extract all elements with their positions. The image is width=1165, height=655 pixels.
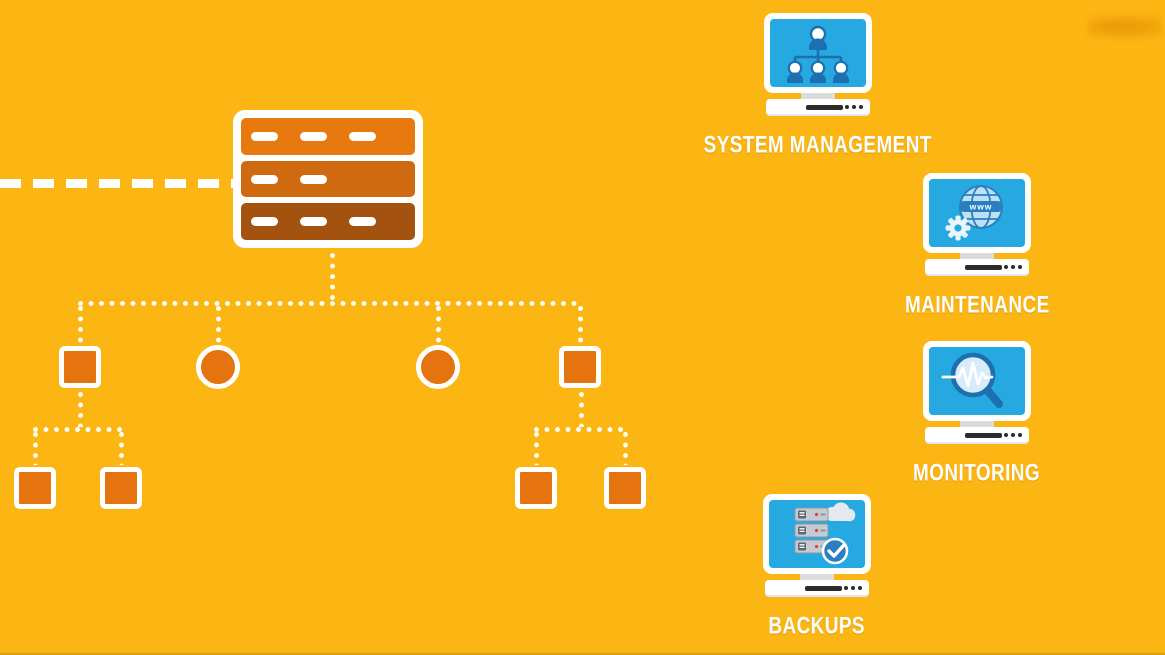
node-square — [14, 467, 56, 509]
servers-cloud-check-icon — [769, 500, 865, 568]
watermark — [1088, 12, 1162, 42]
station-system-management: SYSTEM MANAGEMENT — [704, 13, 932, 158]
station-monitoring: MONITORING — [867, 341, 1087, 487]
connector-trunk — [330, 253, 335, 301]
connector-bus — [78, 301, 582, 306]
monitor-stand — [800, 574, 834, 580]
monitor-stand — [960, 421, 994, 427]
server-rack-row — [241, 118, 415, 155]
vent-slot — [965, 433, 1002, 438]
server-led-dash — [300, 131, 327, 141]
monitor — [923, 341, 1031, 421]
org-chart-icon — [770, 19, 866, 87]
vent-slot — [806, 105, 843, 110]
server-rack-icon — [233, 110, 423, 248]
base-dots — [845, 105, 863, 109]
base-dots — [1004, 265, 1022, 269]
station-backups: BACKUPS — [707, 494, 927, 640]
node-square — [604, 467, 646, 509]
server-rack-row — [241, 203, 415, 241]
node-circle — [196, 345, 240, 389]
station-label: MONITORING — [913, 460, 1040, 487]
monitor-stand — [960, 253, 994, 259]
server-led-dash — [251, 131, 278, 141]
server-rack-row — [241, 160, 415, 198]
connector-bus — [534, 427, 628, 432]
connector-trunk — [579, 392, 584, 427]
base-dots — [1004, 433, 1022, 437]
station-label: SYSTEM MANAGEMENT — [704, 132, 932, 159]
node-square — [59, 346, 101, 388]
vent-slot — [805, 586, 842, 591]
station-label: BACKUPS — [769, 613, 866, 640]
node-square — [515, 467, 557, 509]
station-maintenance: www — [867, 173, 1087, 319]
frame-bottom-edge — [0, 653, 1165, 655]
incoming-connection-line — [0, 179, 233, 188]
magnifier-pulse-icon — [929, 347, 1025, 415]
monitor: www — [923, 173, 1031, 253]
station-label-text: SYSTEM MANAGEMENT — [703, 132, 933, 159]
connector-stub — [436, 306, 441, 344]
connector-trunk — [78, 392, 83, 427]
server-led-dash — [349, 217, 376, 227]
station-label-text: BACKUPS — [768, 613, 866, 640]
monitor — [764, 13, 872, 93]
server-led-dash — [300, 217, 327, 227]
computer-base — [925, 259, 1029, 276]
computer-base — [765, 580, 869, 597]
station-label-text: MONITORING — [913, 460, 1041, 487]
server-led-dash — [300, 174, 327, 184]
server-led-dash — [349, 131, 376, 141]
svg-text:www: www — [969, 202, 993, 212]
computer-base — [766, 99, 870, 116]
server-led-dash — [251, 174, 278, 184]
connector-stub — [33, 432, 38, 465]
monitor — [763, 494, 871, 574]
vent-slot — [965, 265, 1002, 270]
globe-gear-icon: www — [929, 179, 1025, 247]
connector-stub — [578, 306, 583, 344]
connector-bus — [33, 427, 125, 432]
base-dots — [844, 586, 862, 590]
station-label-text: MAINTENANCE — [904, 292, 1050, 319]
connector-stub — [216, 306, 221, 344]
station-label: MAINTENANCE — [905, 292, 1050, 319]
monitor-stand — [801, 93, 835, 99]
node-circle — [416, 345, 460, 389]
server-led-dash — [251, 217, 278, 227]
connector-stub — [119, 432, 124, 465]
node-square — [100, 467, 142, 509]
connector-stub — [623, 432, 628, 465]
node-square — [559, 346, 601, 388]
connector-stub — [534, 432, 539, 465]
computer-base — [925, 427, 1029, 444]
connector-stub — [78, 306, 83, 344]
